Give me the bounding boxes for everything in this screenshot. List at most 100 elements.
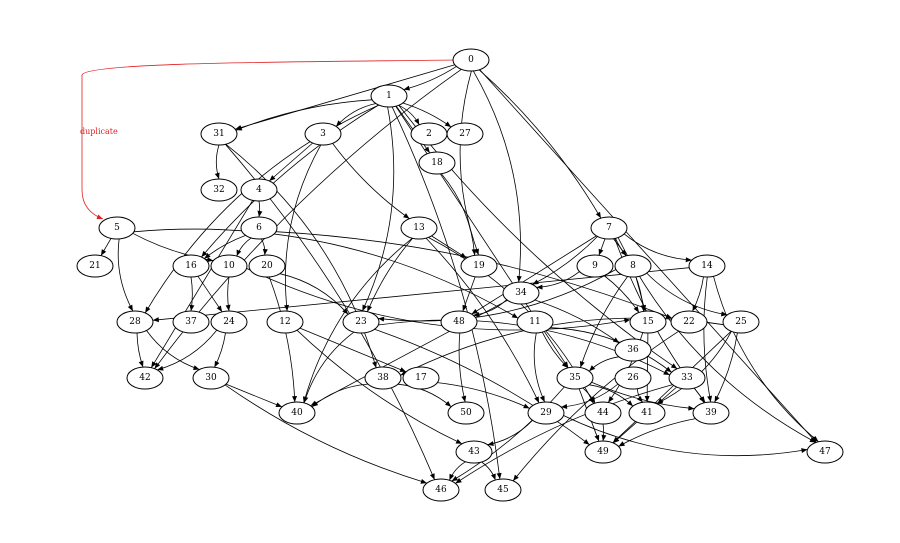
edge-14-47 xyxy=(713,276,819,443)
edge-4-6 xyxy=(257,200,263,218)
graph-node-label: 3 xyxy=(320,129,326,139)
edge-5-21 xyxy=(100,238,112,256)
edge-8-23 xyxy=(378,269,617,322)
graph-node-16: 16 xyxy=(172,254,210,278)
graph-node-label: 13 xyxy=(413,223,425,233)
edge-29-47 xyxy=(563,415,808,457)
edge-20-40 xyxy=(268,276,298,403)
graph-node-13: 13 xyxy=(400,216,438,240)
edge-24-42 xyxy=(157,329,218,371)
edge-7-48 xyxy=(471,235,597,315)
graph-node-30: 30 xyxy=(192,366,230,390)
edge-15-41 xyxy=(644,332,650,403)
graph-node-23: 23 xyxy=(342,310,380,334)
edge-48-50 xyxy=(458,332,467,403)
graph-node-6: 6 xyxy=(240,216,278,240)
edge-17-29 xyxy=(437,382,530,409)
graph-node-label: 30 xyxy=(205,373,217,383)
edge-28-42 xyxy=(136,332,144,368)
edge-0-7 xyxy=(478,69,602,219)
graph-node-label: 41 xyxy=(641,408,652,418)
graph-node-label: 0 xyxy=(468,55,474,65)
graph-node-label: 49 xyxy=(597,447,609,457)
graph-node-25: 25 xyxy=(722,310,760,334)
graph-node-34: 34 xyxy=(502,281,540,305)
edge-10-24 xyxy=(225,276,231,312)
edge-36-35 xyxy=(588,356,619,372)
graph-node-label: 35 xyxy=(569,373,581,383)
graph-node-label: 21 xyxy=(89,261,100,271)
edge-30-46 xyxy=(224,384,428,484)
graph-node-label: 39 xyxy=(705,408,717,418)
edge-35-46 xyxy=(451,386,565,482)
graph-node-label: 34 xyxy=(515,288,527,298)
edge-10-15 xyxy=(246,268,631,331)
graph-node-label: 12 xyxy=(279,317,290,327)
edge-6-16 xyxy=(204,235,246,259)
edge-8-35 xyxy=(579,276,628,368)
edge-8-25 xyxy=(646,272,728,317)
graph-node-label: 17 xyxy=(415,373,427,383)
edge-1-27 xyxy=(402,102,452,128)
graph-node-44: 44 xyxy=(584,401,622,425)
graph-node-label: 6 xyxy=(256,223,262,233)
edge-3-13 xyxy=(332,143,410,220)
edge-43-46 xyxy=(449,461,466,481)
graph-node-label: 33 xyxy=(681,373,693,383)
edge-30-40 xyxy=(225,383,283,408)
graph-node-label: 27 xyxy=(459,129,471,139)
edge-38-50 xyxy=(397,383,452,408)
graph-node-45: 45 xyxy=(484,478,522,502)
edge-38-40 xyxy=(311,383,369,408)
edge-0-1 xyxy=(403,66,457,91)
edge-5-28 xyxy=(117,238,134,312)
edge-6-10 xyxy=(236,237,252,257)
graph-node-4: 4 xyxy=(240,178,278,202)
graph-node-label: 32 xyxy=(213,185,224,195)
graph-node-5: 5 xyxy=(98,216,136,240)
edge-1-28 xyxy=(144,104,379,314)
edge-35-39 xyxy=(591,381,695,411)
graph-node-label: 7 xyxy=(606,223,612,233)
edge-16-37 xyxy=(189,276,195,312)
edge-13-29 xyxy=(425,237,540,404)
graph-node-29: 29 xyxy=(527,401,565,425)
edge-22-45 xyxy=(512,330,680,482)
edge-39-49 xyxy=(618,418,696,447)
graph-node-label: 22 xyxy=(683,317,694,327)
graph-node-3: 3 xyxy=(304,122,342,146)
graph-node-label: 38 xyxy=(377,373,389,383)
graph-node-label: 9 xyxy=(592,261,598,271)
graph-node-label: 43 xyxy=(468,447,480,457)
edge-7-8 xyxy=(615,238,627,256)
edge-1-2 xyxy=(398,104,420,125)
graph-node-label: 23 xyxy=(355,317,367,327)
edge-12-43 xyxy=(296,329,463,445)
graph-node-label: 1 xyxy=(386,91,392,101)
graph-node-label: 46 xyxy=(435,485,447,495)
graph-node-17: 17 xyxy=(402,366,440,390)
graph-node-label: 36 xyxy=(627,345,639,355)
graph-node-18: 18 xyxy=(418,151,456,175)
edge-0-34 xyxy=(472,70,522,283)
graph-node-41: 41 xyxy=(628,401,666,425)
edge-14-39 xyxy=(703,276,713,403)
graph-node-35: 35 xyxy=(556,366,594,390)
edge-11-35 xyxy=(541,331,569,369)
graph-node-11: 11 xyxy=(516,310,554,334)
graph-node-37: 37 xyxy=(172,310,210,334)
graph-node-label: 50 xyxy=(460,408,472,418)
edge-0-5: duplicate xyxy=(80,59,454,220)
graph-node-50: 50 xyxy=(447,401,485,425)
graph-node-28: 28 xyxy=(116,310,154,334)
edge-34-40 xyxy=(310,299,508,407)
graph-node-label: 26 xyxy=(627,373,639,383)
graph-node-46: 46 xyxy=(422,478,460,502)
graph-node-26: 26 xyxy=(614,366,652,390)
graph-node-label: 19 xyxy=(473,261,485,271)
edge-16-24 xyxy=(197,275,223,313)
edge-9-34 xyxy=(536,271,580,290)
edge-23-49 xyxy=(374,328,590,446)
